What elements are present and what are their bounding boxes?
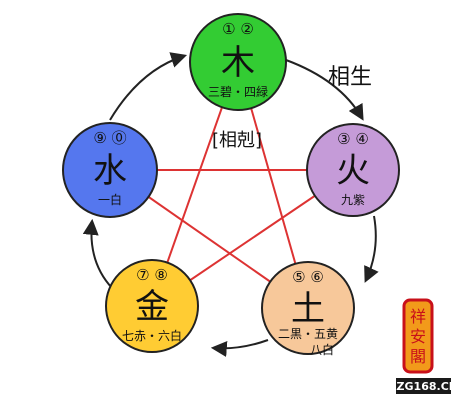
- node-numbers-metal: ⑦ ⑧: [136, 266, 168, 284]
- arrow-fire-to-earth: [364, 215, 379, 283]
- node-sub-earth: 二黒・五黄: [278, 327, 338, 341]
- node-circle-water: [62, 122, 158, 218]
- logo-site: AZG168.CN: [388, 380, 451, 393]
- arrow-metal-to-water: [82, 218, 113, 289]
- arrow-earth-to-metal: [210, 339, 269, 357]
- node-char-metal: 金: [135, 287, 169, 327]
- node-sub-water: 一白: [98, 192, 122, 207]
- node-numbers-wood: ① ②: [222, 20, 254, 38]
- node-water: ⑨ ⓪ 水一白: [62, 122, 158, 218]
- logo-char: 祥: [410, 307, 426, 326]
- node-sub-metal: 七赤・六白: [122, 328, 182, 343]
- node-char-wood: 木: [221, 43, 255, 83]
- node-circle-metal: [105, 259, 199, 353]
- node-sub-fire: 九紫: [341, 193, 365, 207]
- node-wood: ① ② 木三碧・四緑: [189, 13, 287, 111]
- cycle-label: 相生: [328, 65, 372, 90]
- node-metal: ⑦ ⑧ 金七赤・六白: [105, 259, 199, 353]
- generation-cycle: [82, 52, 379, 357]
- arrow-water-to-wood: [109, 52, 188, 121]
- logo-site-bg: [396, 378, 451, 394]
- node-numbers-earth: ⑤ ⑥: [292, 268, 324, 286]
- logo-seal: [402, 298, 434, 374]
- node-char-water: 水: [93, 151, 127, 191]
- logo-char: 閣: [410, 347, 426, 366]
- center-label: [相剋]: [212, 130, 262, 151]
- node-fire: ③ ④ 火九紫: [306, 123, 400, 217]
- node-circle-wood: [189, 13, 287, 111]
- arrow-wood-to-fire: [285, 59, 364, 121]
- logo-char: 安: [410, 327, 426, 346]
- node-circle-earth: [261, 261, 355, 355]
- logo-chars: 祥安閣: [410, 307, 426, 366]
- node-sub2-earth: 八白: [310, 342, 334, 357]
- node-numbers-fire: ③ ④: [337, 130, 369, 148]
- logo-stamp: 祥安閣 AZG168.CN: [388, 298, 451, 394]
- node-circle-fire: [306, 123, 400, 217]
- node-char-fire: 火: [336, 151, 370, 191]
- node-sub-wood: 三碧・四緑: [208, 84, 268, 99]
- node-numbers-water: ⑨ ⓪: [93, 129, 126, 147]
- node-char-earth: 土: [291, 289, 325, 329]
